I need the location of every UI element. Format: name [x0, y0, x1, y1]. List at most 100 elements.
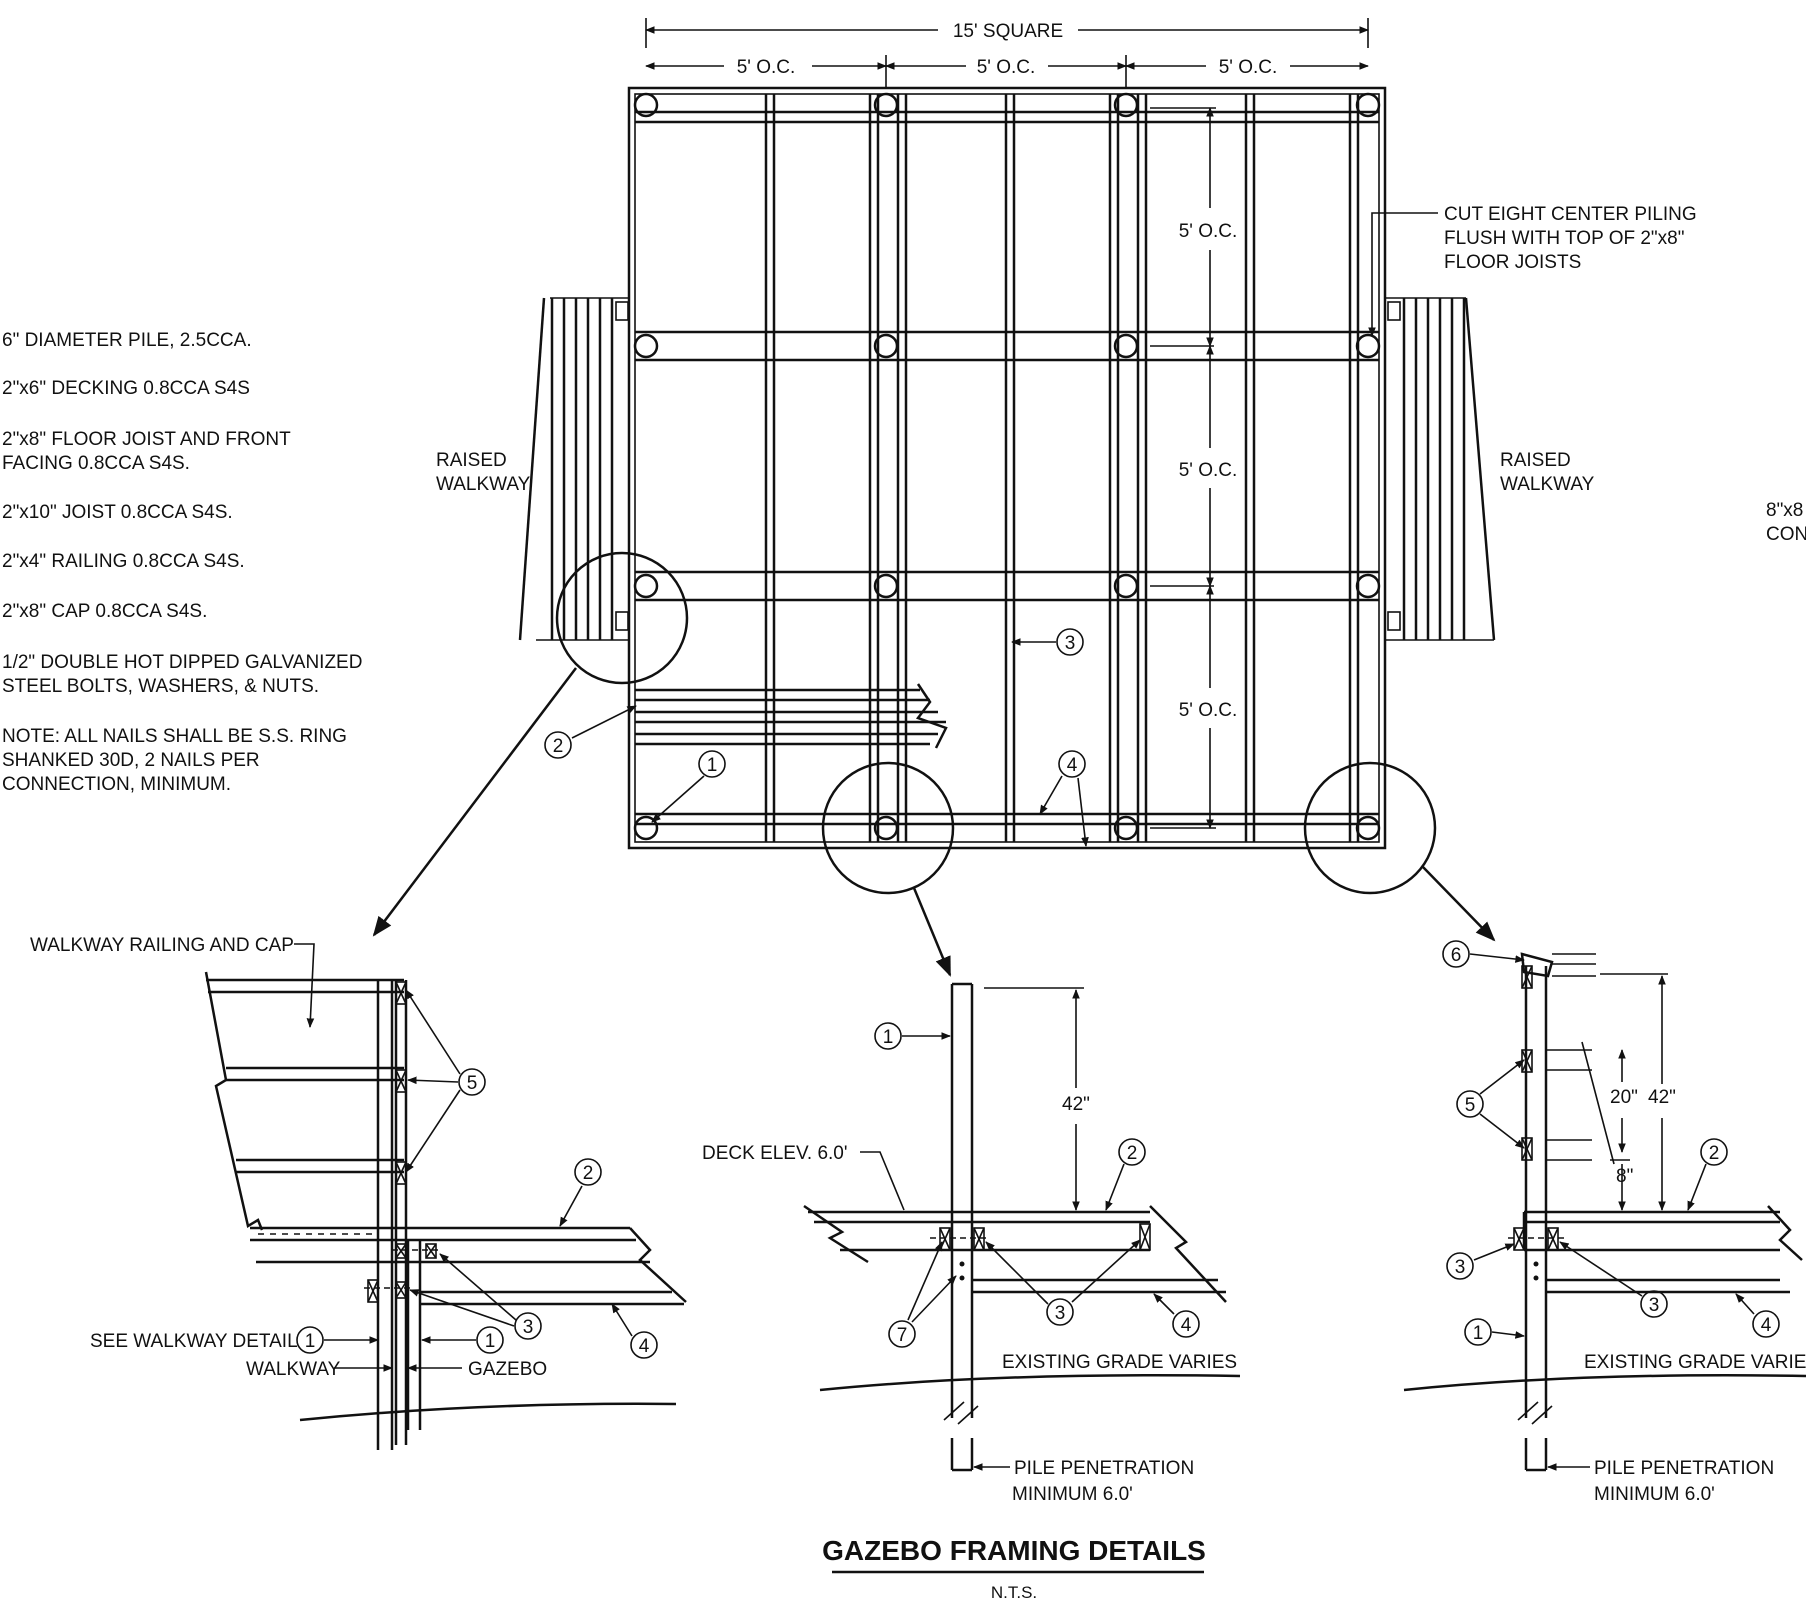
- right-callout-2: 2: [1687, 1138, 1728, 1211]
- svg-text:5' O.C.: 5' O.C.: [737, 57, 796, 78]
- svg-text:2: 2: [553, 736, 564, 757]
- right-callout-4: 4: [1735, 1293, 1780, 1338]
- svg-text:WALKWAY: WALKWAY: [1500, 474, 1595, 495]
- svg-text:PILE PENETRATION: PILE PENETRATION: [1594, 1458, 1774, 1479]
- legend: 6" DIAMETER PILE, 2.5CCA. 2"x6" DECKING …: [2, 330, 362, 795]
- drawing-title: GAZEBO FRAMING DETAILS N.T.S.: [822, 1535, 1206, 1602]
- walkway-left-plan: [518, 297, 629, 641]
- svg-text:4: 4: [1761, 1315, 1772, 1336]
- detail-left: WALKWAY RAILING AND CAP: [30, 935, 687, 1450]
- left-callout-2: 2: [559, 1158, 602, 1227]
- svg-text:8"x8: 8"x8: [1766, 500, 1803, 521]
- plan-callout-2: 2: [544, 705, 637, 759]
- legend-item-5: 2"x4" RAILING 0.8CCA S4S.: [2, 551, 245, 572]
- mid-callout-7: 7: [888, 1241, 957, 1348]
- raised-walkway-right-label: RAISED WALKWAY: [1500, 450, 1595, 495]
- right-callout-3-right: 3: [1559, 1241, 1668, 1318]
- detail-circles: [372, 551, 1496, 977]
- svg-text:4: 4: [1067, 755, 1078, 776]
- plan-callout-3: 3: [1011, 628, 1084, 656]
- legend-item-2: 2"x6" DECKING 0.8CCA S4S: [2, 378, 250, 399]
- svg-text:3: 3: [1455, 1257, 1466, 1278]
- svg-text:1: 1: [883, 1027, 894, 1048]
- detail-right: 20" 8" 42" EXISTING GRADE VARIES PILE PE…: [1403, 940, 1806, 1505]
- svg-text:2: 2: [583, 1163, 594, 1184]
- svg-text:RAISED: RAISED: [1500, 450, 1571, 471]
- left-callout-5: 5: [405, 989, 486, 1173]
- svg-text:7: 7: [897, 1325, 908, 1346]
- svg-text:3: 3: [523, 1317, 534, 1338]
- svg-text:DECK ELEV. 6.0': DECK ELEV. 6.0': [702, 1143, 848, 1164]
- mid-callout-1: 1: [874, 1022, 951, 1050]
- legend-note: NOTE: ALL NAILS SHALL BE S.S. RING: [2, 726, 347, 747]
- svg-text:4: 4: [639, 1336, 650, 1357]
- svg-text:20": 20": [1610, 1087, 1638, 1108]
- existing-grade-mid: EXISTING GRADE VARIES: [1002, 1352, 1237, 1373]
- left-callout-4: 4: [611, 1303, 658, 1359]
- page-subtitle: N.T.S.: [991, 1583, 1037, 1602]
- svg-text:4: 4: [1181, 1315, 1192, 1336]
- legend-item-4: 2"x10" JOIST 0.8CCA S4S.: [2, 502, 233, 523]
- detail-middle: 42" DECK ELEV. 6.0' EXISTING GRADE VARIE…: [702, 982, 1241, 1505]
- svg-text:RAISED: RAISED: [436, 450, 507, 471]
- legend-item-7: 1/2" DOUBLE HOT DIPPED GALVANIZED: [2, 652, 362, 673]
- right-callout-1: 1: [1464, 1318, 1525, 1346]
- page-title: GAZEBO FRAMING DETAILS: [822, 1535, 1206, 1566]
- walkway-right-plan: [1386, 297, 1496, 641]
- top-spacing-dimensions: 5' O.C. 5' O.C. 5' O.C.: [645, 55, 1369, 88]
- left-callout-1-gazebo: 1: [421, 1326, 504, 1354]
- svg-text:5' O.C.: 5' O.C.: [1179, 460, 1238, 481]
- left-callout-1-walkway: SEE WALKWAY DETAIL 1: [90, 1326, 379, 1354]
- cut-piling-note: CUT EIGHT CENTER PILING FLUSH WITH TOP O…: [1368, 204, 1697, 337]
- svg-text:WALKWAY: WALKWAY: [436, 474, 531, 495]
- legend-item-3: 2"x8" FLOOR JOIST AND FRONT: [2, 429, 291, 450]
- mid-callout-2: 2: [1105, 1138, 1146, 1211]
- legend-item-1: 6" DIAMETER PILE, 2.5CCA.: [2, 330, 252, 351]
- pile-penetration-right: PILE PENETRATION MINIMUM 6.0': [1547, 1458, 1774, 1505]
- svg-text:1: 1: [707, 755, 718, 776]
- svg-text:42": 42": [1062, 1094, 1090, 1115]
- plan-callout-1: 1: [651, 750, 726, 823]
- svg-text:5: 5: [1465, 1095, 1476, 1116]
- svg-text:1: 1: [1473, 1323, 1484, 1344]
- svg-text:5: 5: [467, 1073, 478, 1094]
- svg-text:FLUSH WITH TOP OF 2"x8": FLUSH WITH TOP OF 2"x8": [1444, 228, 1684, 249]
- existing-grade-right: EXISTING GRADE VARIES: [1584, 1352, 1806, 1373]
- svg-text:MINIMUM 6.0': MINIMUM 6.0': [1594, 1484, 1715, 1505]
- walkway-gazebo-labels: WALKWAY GAZEBO: [246, 1359, 547, 1380]
- cut-off-label-right: 8"x8 CON: [1766, 500, 1806, 545]
- svg-text:1: 1: [485, 1331, 496, 1352]
- plan-piles: [633, 92, 1381, 841]
- svg-text:5' O.C.: 5' O.C.: [977, 57, 1036, 78]
- pile-penetration-mid: PILE PENETRATION MINIMUM 6.0': [973, 1458, 1194, 1505]
- mid-callout-3: 3: [985, 1239, 1141, 1326]
- svg-text:8": 8": [1616, 1166, 1633, 1187]
- plan-callout-4: 4: [1039, 750, 1089, 847]
- svg-text:5' O.C.: 5' O.C.: [1179, 221, 1238, 242]
- svg-text:3: 3: [1649, 1295, 1660, 1316]
- svg-text:2: 2: [1127, 1143, 1138, 1164]
- svg-text:GAZEBO: GAZEBO: [468, 1359, 547, 1380]
- raised-walkway-left-label: RAISED WALKWAY: [436, 450, 531, 495]
- svg-text:1: 1: [305, 1331, 316, 1352]
- svg-text:CUT EIGHT CENTER PILING: CUT EIGHT CENTER PILING: [1444, 204, 1697, 225]
- svg-text:5' O.C.: 5' O.C.: [1179, 700, 1238, 721]
- deck-elev-label: DECK ELEV. 6.0': [702, 1143, 905, 1211]
- svg-text:6: 6: [1451, 945, 1462, 966]
- decking-partial: [635, 683, 948, 749]
- svg-text:SEE WALKWAY DETAIL: SEE WALKWAY DETAIL: [90, 1331, 298, 1352]
- legend-item-7-line-2: STEEL BOLTS, WASHERS, & NUTS.: [2, 676, 319, 697]
- svg-text:42": 42": [1648, 1087, 1676, 1108]
- legend-item-3-line-2: FACING 0.8CCA S4S.: [2, 453, 190, 474]
- walkway-railing-label: WALKWAY RAILING AND CAP: [30, 935, 315, 1028]
- svg-text:CON: CON: [1766, 524, 1806, 545]
- svg-text:FLOOR JOISTS: FLOOR JOISTS: [1444, 252, 1581, 273]
- svg-text:WALKWAY: WALKWAY: [246, 1359, 341, 1380]
- right-callout-5: 5: [1456, 1059, 1525, 1149]
- right-callout-3-left: 3: [1446, 1243, 1515, 1280]
- right-callout-6: 6: [1442, 940, 1525, 968]
- svg-text:MINIMUM 6.0': MINIMUM 6.0': [1012, 1484, 1133, 1505]
- svg-text:PILE PENETRATION: PILE PENETRATION: [1014, 1458, 1194, 1479]
- legend-note-line-3: CONNECTION, MINIMUM.: [2, 774, 231, 795]
